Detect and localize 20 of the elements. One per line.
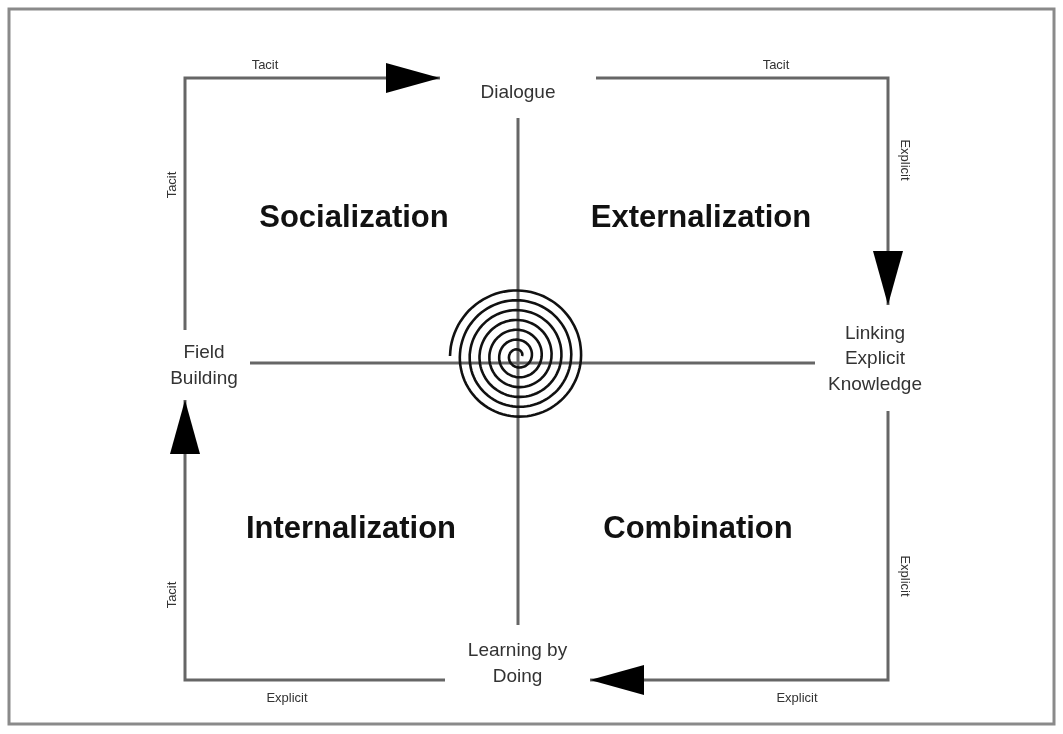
quadrant-title: Internalization	[245, 510, 457, 546]
edge-label: Explicit	[266, 689, 308, 705]
stage-label: Learning by Doing	[466, 638, 569, 688]
flow-arrow	[183, 63, 440, 330]
stage-label: Dialogue	[480, 80, 556, 105]
flow-arrow	[590, 411, 890, 695]
edge-label: Explicit	[776, 689, 818, 705]
edge-label: Tacit	[762, 56, 790, 72]
knowledge-type-label: Tacit	[163, 171, 179, 199]
flow-arrow	[596, 76, 903, 305]
quadrant-title: Externalization	[590, 199, 812, 235]
knowledge-type-label: Tacit	[163, 581, 179, 609]
knowledge-type-label: Explicit	[897, 139, 913, 181]
stage-label: Field Building	[169, 340, 239, 390]
quadrant-title: Combination	[603, 510, 793, 546]
stage-label: Linking Explicit Knowledge	[827, 320, 923, 396]
quadrant-title: Socialization	[259, 199, 449, 235]
knowledge-type-label: Explicit	[897, 555, 913, 597]
flow-arrow	[170, 400, 445, 682]
edge-label: Tacit	[251, 56, 279, 72]
